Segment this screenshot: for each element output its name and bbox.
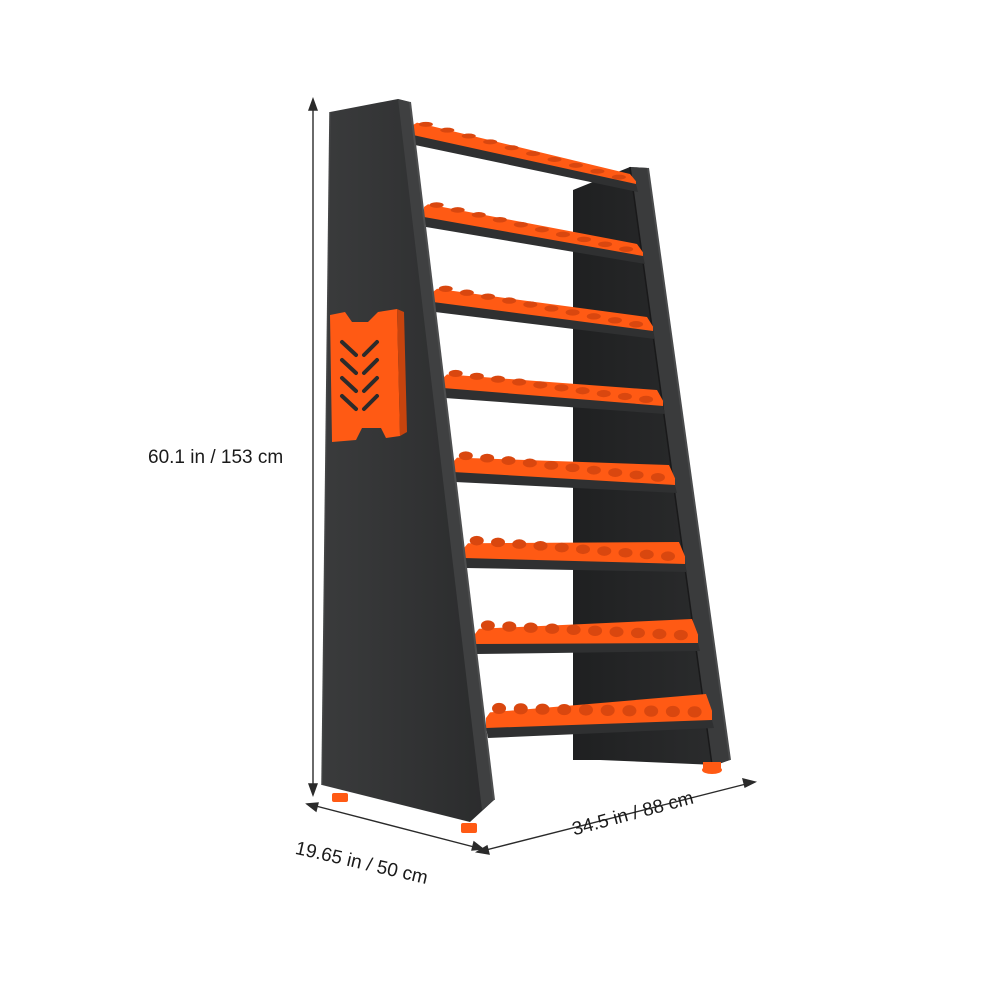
tool-holder-hole [630,627,645,639]
tool-holder-hole [513,221,528,228]
tool-holder-hole [459,289,474,296]
tool-holder-hole [458,451,473,461]
tool-holder-hole [611,174,626,180]
tool-holder-hole [568,162,583,168]
tool-holder-hole [418,121,433,127]
tool-holder-hole [534,226,549,233]
tool-holder-hole [480,620,495,631]
shelf-3 [433,285,655,339]
tool-holder-hole [586,313,601,320]
tool-holder-hole [461,133,476,139]
tool-holder-hole [547,157,562,163]
tool-holder-hole [619,246,634,252]
tool-holder-hole [523,622,538,633]
tool-holder-hole [535,703,550,715]
tool-holder-hole [491,537,505,548]
tool-holder-hole [597,546,612,556]
tool-holder-hole [650,472,665,482]
tool-holder-hole [526,151,541,157]
shelf-4 [443,369,665,414]
tool-holder-hole [429,202,444,208]
tool-holder-hole [491,375,505,383]
tool-holder-hole [590,168,605,174]
tool-holder-hole [566,624,581,635]
tool-holder-hole [586,465,601,475]
side-hanger-bracket [330,309,407,442]
tool-holder-hole [481,293,495,300]
tool-holder-hole [652,628,667,640]
tool-holder-hole [622,705,637,717]
tool-holder-hole [644,705,659,717]
tool-holder-hole [450,207,465,213]
tool-holder-hole [596,390,611,398]
tool-holder-hole [617,392,632,401]
tool-holder-hole [639,395,654,403]
tool-holder-hole [665,705,680,718]
tool-holder-hole [554,384,569,392]
tool-holder-hole [609,626,624,638]
tool-holder-hole [565,463,580,473]
tool-holder-hole [513,703,528,715]
tool-holder-hole [512,378,527,386]
tool-holder-hole [545,623,560,634]
tool-holder-hole [471,212,486,218]
height-label: 60.1 in / 153 cm [148,447,284,468]
tool-holder-hole [438,285,453,292]
front-feet [332,793,477,833]
tool-holder-hole [522,458,537,468]
tool-holder-hole [480,453,495,463]
tool-holder-hole [492,702,507,715]
tool-holder-hole [469,372,484,380]
tool-holder-hole [618,547,633,558]
shelf-1 [413,121,638,192]
front-side-panel [321,99,495,822]
tool-holder-hole [639,549,654,560]
shelf-5 [453,451,677,493]
tool-holder-hole [608,468,623,477]
shelf-8 [486,694,714,738]
tool-holder-hole [557,703,572,716]
tool-holder-hole [687,706,702,718]
tool-holder-hole [578,704,593,716]
tool-holder-hole [673,629,688,641]
tool-holder-hole [544,305,559,312]
tool-holder-hole [554,542,569,553]
tool-holder-hole [483,139,498,145]
tool-holder-hole [544,460,559,470]
tool-holder-hole [533,541,548,551]
tool-holder-hole [607,317,622,324]
width-dimension-arrow [475,778,758,855]
tool-holder-hole [440,127,455,133]
tool-holder-hole [502,297,517,304]
tool-holder-hole [598,241,613,248]
tool-holder-hole [533,381,548,389]
tool-holder-hole [600,704,615,716]
tool-holder-hole [588,625,603,637]
tool-holder-hole [577,236,592,243]
tool-holder-hole [501,456,516,465]
tool-holder-hole [523,301,538,308]
shelf-7 [475,619,700,654]
tool-holder-hole [512,539,527,549]
tool-holder-hole [448,369,463,378]
tool-holder-hole [469,535,484,546]
tool-holder-hole [629,321,644,328]
depth-dimension-arrow [305,802,485,851]
tool-holder-hole [576,544,590,555]
tool-holder-hole [661,551,675,562]
tool-holder-hole [629,470,644,480]
shelf-6 [464,535,687,572]
tool-holder-hole [555,231,570,238]
tool-holder-hole [575,387,590,395]
shelf-2 [424,202,645,264]
tool-holder-hole [504,145,519,151]
tool-holder-hole [565,309,580,316]
tool-holder-hole [492,216,507,223]
height-dimension-arrow [308,96,318,798]
tool-holder-hole [502,621,517,632]
shelves-group [413,121,714,738]
